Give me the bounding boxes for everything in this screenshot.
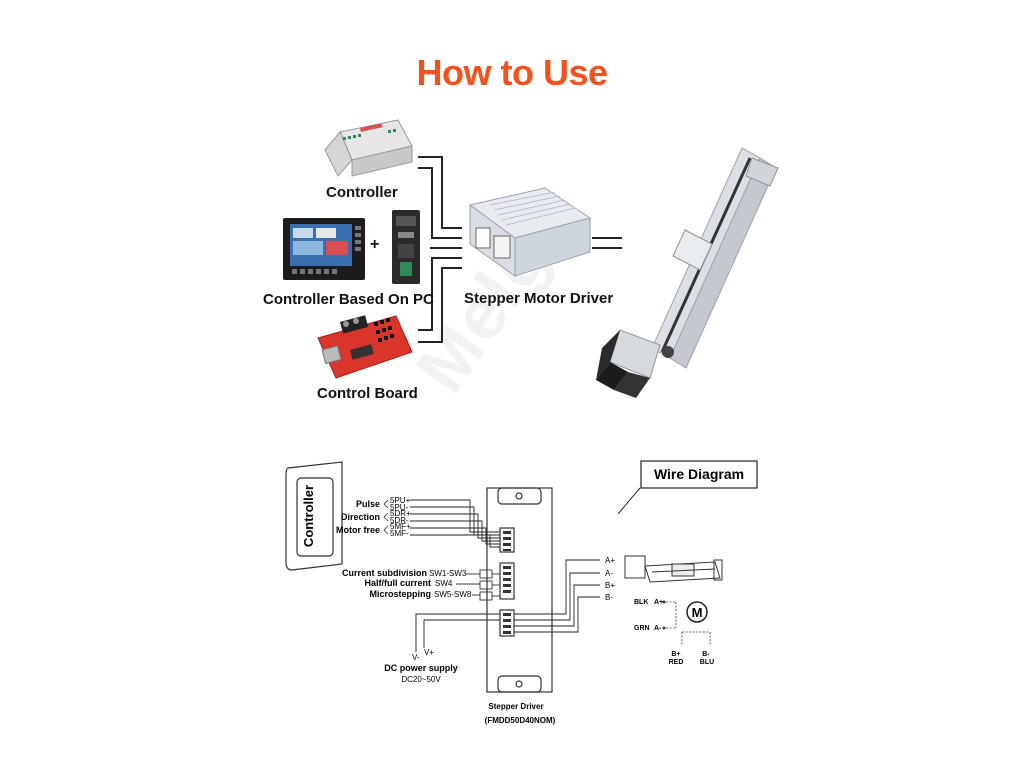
driver-name-label: Stepper Driver bbox=[488, 702, 543, 711]
bp-label: B+ bbox=[671, 651, 680, 658]
vminus-label: V- bbox=[412, 653, 420, 662]
phase-b-minus: B- bbox=[605, 593, 613, 602]
half-full-current-sw: SW4 bbox=[435, 579, 453, 588]
grn-label: GRN bbox=[634, 625, 650, 632]
small-actuator-drawing bbox=[625, 556, 722, 582]
motor-free-label: Motor free bbox=[336, 525, 380, 535]
blk-label: BLK bbox=[634, 599, 648, 606]
current-subdivision-label: Current subdivision bbox=[342, 568, 427, 578]
driver-model-label: (FMDD50D40NOM) bbox=[485, 716, 556, 725]
bm-label: B- bbox=[702, 651, 710, 658]
blk-ap-label: A+ bbox=[654, 599, 663, 606]
blu-label: BLU bbox=[700, 659, 714, 666]
wire-diagram-title: Wire Diagram bbox=[654, 466, 744, 482]
microstepping-label: Microstepping bbox=[369, 589, 431, 599]
pulse-label: Pulse bbox=[356, 499, 380, 509]
dc-range-label: DC20~50V bbox=[401, 675, 441, 684]
pin-labels: 5PU+ 5PU- 5DR+ 5DR- 5MF+ 5MF- bbox=[390, 496, 411, 538]
phase-labels: A+ A- B+ B- bbox=[605, 556, 615, 602]
grn-am-label: A- bbox=[654, 625, 662, 632]
phase-a-plus: A+ bbox=[605, 556, 615, 565]
half-full-current-label: Half/full current bbox=[364, 578, 431, 588]
vplus-label: V+ bbox=[424, 648, 434, 657]
motor-symbol: M bbox=[692, 605, 703, 620]
controller-box-label: Controller bbox=[301, 485, 316, 547]
pin-5mf-minus: 5MF- bbox=[390, 529, 409, 538]
phase-b-plus: B+ bbox=[605, 581, 615, 590]
dc-supply-label: DC power supply bbox=[384, 663, 458, 673]
phase-a-minus: A- bbox=[605, 569, 613, 578]
direction-label: Direction bbox=[341, 512, 380, 522]
current-subdivision-sw: SW1-SW3 bbox=[429, 569, 467, 578]
microstepping-sw: SW5-SW8 bbox=[434, 590, 472, 599]
red-label: RED bbox=[669, 659, 684, 666]
